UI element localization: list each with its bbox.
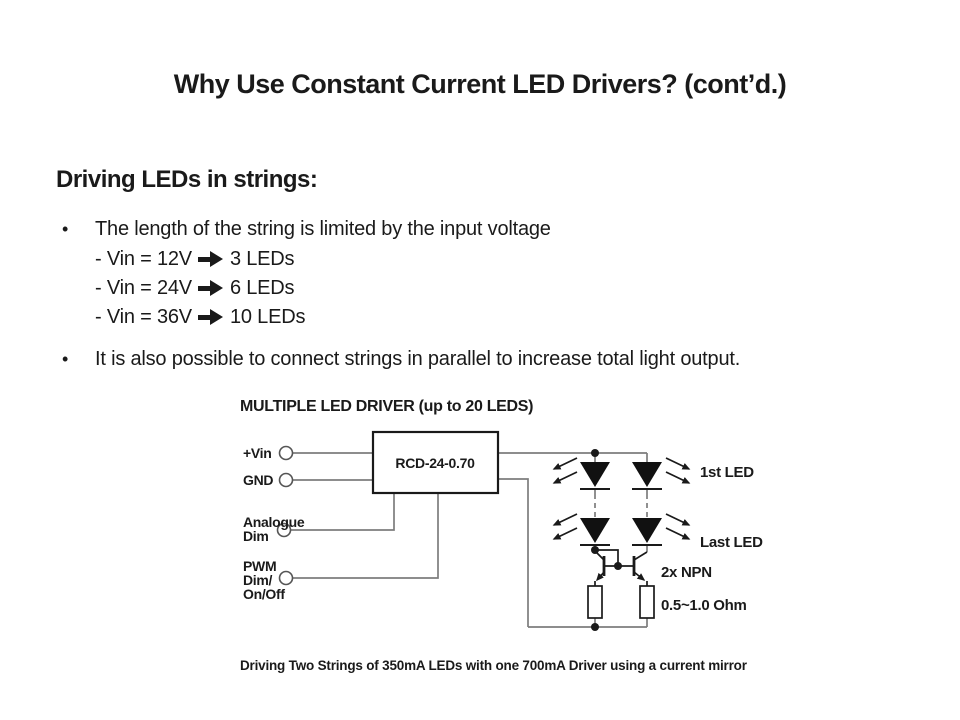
bullet-icon: • [62,219,69,239]
resistor-left [587,585,603,619]
bullet-icon: • [62,349,69,369]
npn-label: 2x NPN [661,564,712,581]
terminal-circle-vin [278,445,294,461]
arrow-right-icon [197,250,223,268]
current-mirror-wiring [595,549,634,567]
vin-line-right: 6 LEDs [229,277,295,299]
led-symbol [632,518,662,543]
resistor-value-label: 0.5~1.0 Ohm [661,597,747,614]
terminal-label-pwm: PWM [243,558,276,574]
section-heading: Driving LEDs in strings: [56,166,318,193]
circuit-diagram-svg: MULTIPLE LED DRIVER (up to 20 LEDS) [240,398,763,673]
led-symbol [632,462,662,487]
driver-box [371,430,500,495]
terminal-label-analogue: Analogue [243,514,305,530]
vin-line: - Vin = 12V 3 LEDs [95,245,295,273]
transistor-right [632,551,648,586]
led-symbol [580,518,610,543]
led-symbol [580,462,610,487]
circuit-diagram: MULTIPLE LED DRIVER (up to 20 LEDS) [230,390,790,680]
bullet-item: • It is also possible to connect strings… [62,345,740,373]
resistor-right [639,585,655,619]
led-string-right [632,462,662,546]
terminal-label-analogue-2: Dim [243,528,269,544]
terminal-circle-analogue [276,522,292,538]
terminal-label-pwm-2: Dim/ [243,572,273,588]
vin-line: - Vin = 24V 6 LEDs [95,274,295,302]
terminal-circle-pwm [278,570,294,586]
vin-line-left: - Vin = 24V [95,277,192,299]
last-led-label: Last LED [700,534,763,551]
light-arrows [552,457,691,540]
vin-line-left: - Vin = 12V [95,248,192,270]
vin-line: - Vin = 36V 10 LEDs [95,303,305,331]
terminal-label-gnd: GND [243,472,273,488]
led-string-left [580,462,610,546]
first-led-label: 1st LED [700,464,754,481]
arrow-right-icon [197,308,223,326]
terminal-label-vin: +Vin [243,445,272,461]
driver-label: RCD-24-0.70 [395,455,475,471]
transistor-left [594,550,606,586]
terminal-label-pwm-3: On/Off [243,586,285,602]
vin-line-left: - Vin = 36V [95,306,192,328]
bullet-text: The length of the string is limited by t… [95,218,551,240]
bullet-text: It is also possible to connect strings i… [95,348,741,370]
vin-line-right: 10 LEDs [229,306,306,328]
terminal-circles [276,445,294,586]
arrow-right-icon [197,279,223,297]
vin-line-right: 3 LEDs [229,248,295,270]
page-title: Why Use Constant Current LED Drivers? (c… [173,69,787,99]
bullet-item: • The length of the string is limited by… [62,215,551,243]
diagram-caption: Driving Two Strings of 350mA LEDs with o… [240,658,748,673]
diagram-title: MULTIPLE LED DRIVER (up to 20 LEDS) [240,398,533,415]
terminal-circle-gnd [278,472,294,488]
